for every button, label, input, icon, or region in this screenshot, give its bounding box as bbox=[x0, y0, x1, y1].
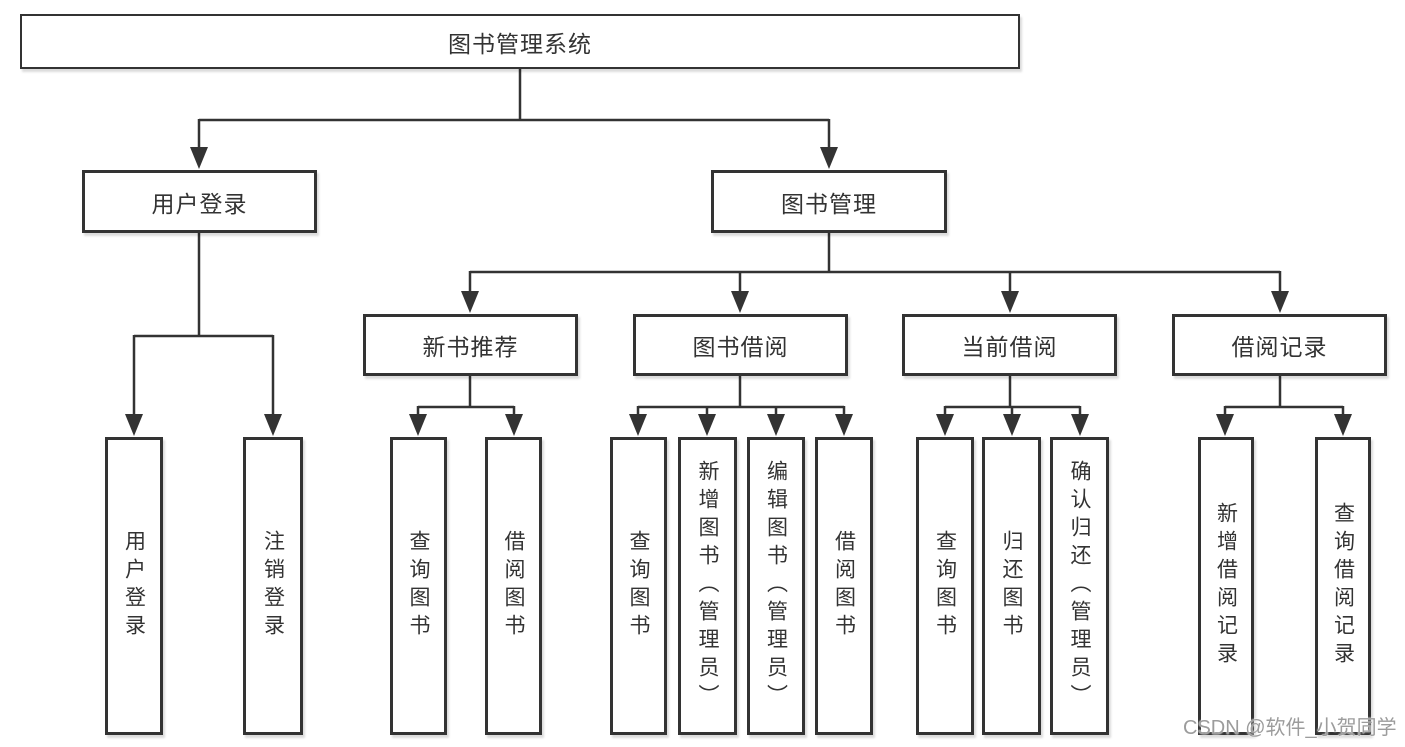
leaf-borrow-books-borrowing: 借阅图书 bbox=[815, 437, 873, 735]
node-book-management: 图书管理 bbox=[711, 170, 947, 233]
leaf-add-borrow-record-label: 新增借阅记录 bbox=[1214, 502, 1238, 670]
leaf-add-book-admin-label: 新增图书（管理员） bbox=[696, 460, 719, 712]
leaf-logout-label: 注销登录 bbox=[261, 530, 285, 642]
leaf-confirm-return-admin: 确认归还（管理员） bbox=[1050, 437, 1109, 735]
csdn-watermark: CSDN @软件_小贺同学 bbox=[1183, 717, 1397, 739]
leaf-return-book: 归还图书 bbox=[982, 437, 1041, 735]
node-current-borrowing: 当前借阅 bbox=[902, 314, 1117, 376]
node-library-management-system: 图书管理系统 bbox=[20, 14, 1020, 69]
leaf-user-login: 用户登录 bbox=[105, 437, 163, 735]
node-new-book-recommendation: 新书推荐 bbox=[363, 314, 578, 376]
leaf-query-books-borrowing-label: 查询图书 bbox=[627, 530, 650, 642]
leaf-query-books-recommend: 查询图书 bbox=[390, 437, 447, 735]
leaf-logout: 注销登录 bbox=[243, 437, 303, 735]
leaf-query-borrow-record-label: 查询借阅记录 bbox=[1331, 502, 1355, 670]
node-user-login: 用户登录 bbox=[82, 170, 317, 233]
leaf-user-login-label: 用户登录 bbox=[122, 530, 146, 642]
leaf-edit-book-admin: 编辑图书（管理员） bbox=[747, 437, 805, 735]
leaf-add-book-admin: 新增图书（管理员） bbox=[678, 437, 737, 735]
leaf-confirm-return-admin-label: 确认归还（管理员） bbox=[1068, 460, 1091, 712]
leaf-query-books-borrowing: 查询图书 bbox=[610, 437, 667, 735]
leaf-add-borrow-record: 新增借阅记录 bbox=[1198, 437, 1254, 735]
leaf-query-books-current: 查询图书 bbox=[916, 437, 974, 735]
leaf-borrow-books-recommend-label: 借阅图书 bbox=[502, 530, 525, 642]
leaf-query-books-recommend-label: 查询图书 bbox=[407, 530, 430, 642]
node-borrowing-records: 借阅记录 bbox=[1172, 314, 1387, 376]
leaf-borrow-books-recommend: 借阅图书 bbox=[485, 437, 542, 735]
leaf-borrow-books-borrowing-label: 借阅图书 bbox=[832, 530, 856, 642]
leaf-query-books-current-label: 查询图书 bbox=[933, 530, 957, 642]
node-book-borrowing: 图书借阅 bbox=[633, 314, 848, 376]
leaf-edit-book-admin-label: 编辑图书（管理员） bbox=[764, 460, 788, 712]
leaf-return-book-label: 归还图书 bbox=[1000, 530, 1023, 642]
leaf-query-borrow-record: 查询借阅记录 bbox=[1315, 437, 1371, 735]
